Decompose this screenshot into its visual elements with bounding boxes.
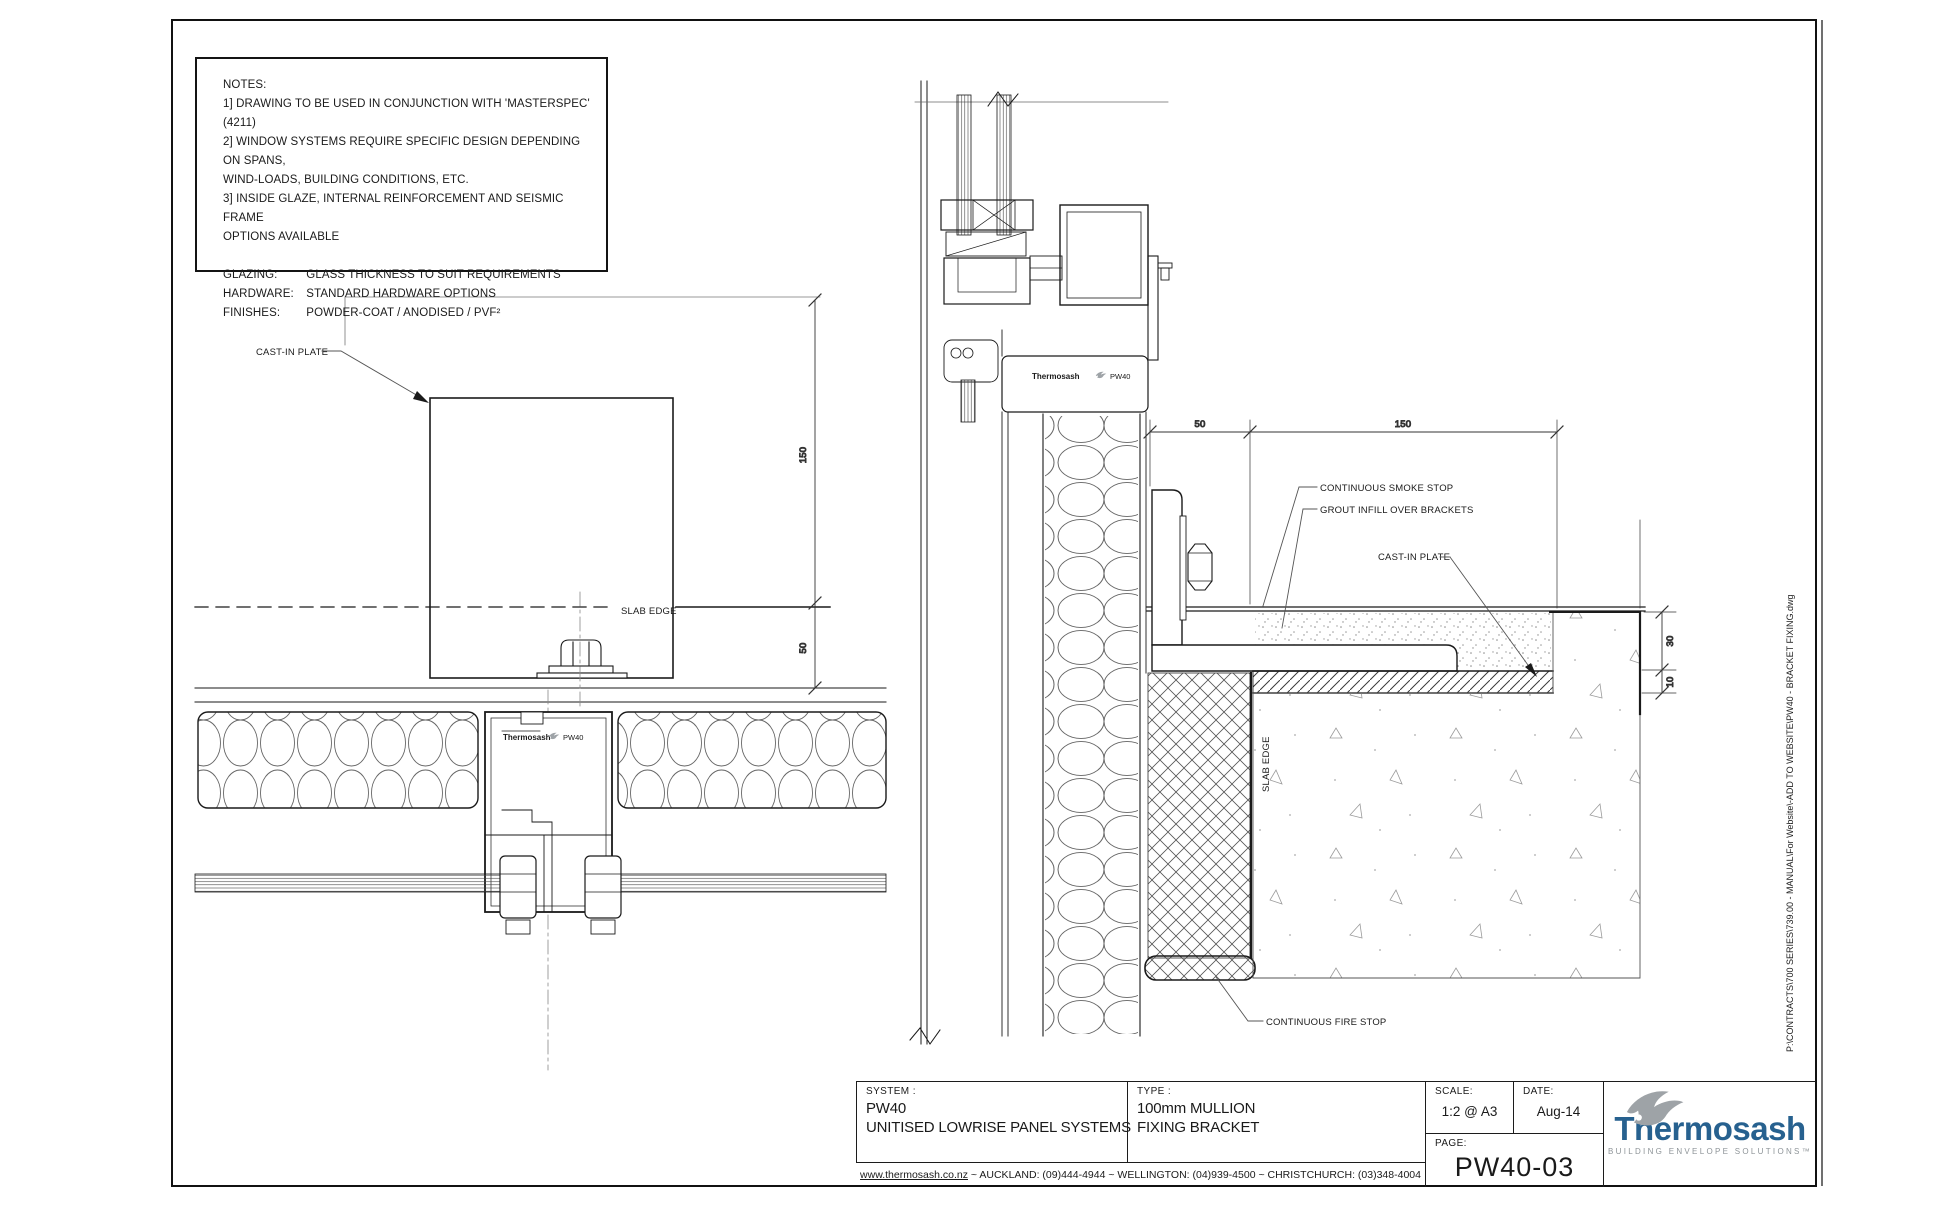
anchor-bolt-plan: [536, 639, 628, 679]
svg-text:PW40: PW40: [1110, 372, 1130, 381]
dim-50-section: 50: [1195, 419, 1206, 430]
dim-10: 10: [1665, 677, 1676, 688]
fire-stop-callout: CONTINUOUS FIRE STOP: [1215, 976, 1386, 1028]
title-block-scale-cell: SCALE: 1:2 @ A3: [1425, 1082, 1513, 1133]
concrete-slab: [1252, 610, 1642, 979]
website-link[interactable]: www.thermosash.co.nz: [860, 1169, 968, 1181]
dim-30: 30: [1665, 636, 1676, 647]
title-block: SYSTEM : PW40 UNITISED LOWRISE PANEL SYS…: [856, 1081, 1816, 1188]
bracket-bolt: [1187, 543, 1213, 591]
insulation-column: [1042, 413, 1141, 1037]
section-dimensions-right: 30 10: [1639, 519, 1677, 700]
svg-text:CAST-IN PLATE: CAST-IN PLATE: [1378, 552, 1450, 563]
dim-50-plan: 50: [798, 643, 809, 654]
dim-150-plan: 150: [798, 447, 809, 463]
section-detail: Thermosash PW40: [909, 80, 1677, 1045]
title-block-date-cell: DATE: Aug-14: [1513, 1082, 1603, 1133]
note-line: WIND-LOADS, BUILDING CONDITIONS, ETC.: [223, 174, 469, 186]
svg-text:CONTINUOUS FIRE STOP: CONTINUOUS FIRE STOP: [1266, 1017, 1386, 1028]
spec-value: STANDARD HARDWARE OPTIONS: [306, 288, 497, 300]
brand-stamp-plan: Thermosash PW40: [503, 732, 583, 742]
glass-pane-inner: [996, 94, 1012, 236]
svg-text:PW40: PW40: [563, 733, 583, 742]
footer-contact: www.thermosash.co.nz ~ AUCKLAND: (09)444…: [856, 1162, 1425, 1188]
type-label: TYPE :: [1137, 1086, 1172, 1097]
brand-stamp-section: Thermosash PW40: [1001, 355, 1149, 413]
page-label: PAGE:: [1435, 1138, 1467, 1149]
note-line: 2] WINDOW SYSTEMS REQUIRE SPECIFIC DESIG…: [223, 136, 581, 167]
fixing-bracket: [1151, 489, 1458, 672]
system-code: PW40: [866, 1100, 907, 1117]
title-block-type-cell: TYPE : 100mm MULLION FIXING BRACKET: [1127, 1082, 1425, 1162]
note-line: 1] DRAWING TO BE USED IN CONJUNCTION WIT…: [223, 98, 590, 129]
cast-in-plate-callout-section: CAST-IN PLATE: [1378, 552, 1537, 677]
spec-label: HARDWARE:: [223, 288, 294, 300]
grout-infill-callout: GROUT INFILL OVER BRACKETS: [1281, 505, 1474, 629]
type-line1: 100mm MULLION: [1137, 1100, 1256, 1117]
file-path-text: P:\CONTRACTS\700 SERIES\739.00 - MANUAL\…: [1785, 595, 1795, 1052]
glass-pane-outer: [956, 94, 972, 236]
system-label: SYSTEM :: [866, 1086, 916, 1097]
date-label: DATE:: [1523, 1086, 1554, 1097]
page-number: PW40-03: [1454, 1152, 1575, 1182]
title-block-system-cell: SYSTEM : PW40 UNITISED LOWRISE PANEL SYS…: [856, 1082, 1131, 1162]
thermosash-logo: Thermosash BUILDING ENVELOPE SOLUTIONS™: [1603, 1082, 1816, 1187]
slab-edge-label-plan: SLAB EDGE: [621, 606, 677, 617]
smoke-stop-plate: [1146, 606, 1646, 612]
spec-row: FINISHES: POWDER-COAT / ANODISED / PVF²: [223, 304, 594, 323]
insulation-band-left: [197, 711, 479, 809]
section-dimensions-top: 50 150: [1143, 419, 1564, 609]
notes-heading: NOTES:: [223, 79, 267, 91]
glass-line-plan: [194, 855, 887, 935]
plan-dimensions: 150 50: [798, 293, 822, 695]
fire-stop-region: [1144, 671, 1256, 981]
cast-in-plate-callout-plan: CAST-IN PLATE: [256, 347, 429, 403]
spec-row: GLAZING: GLASS THICKNESS TO SUIT REQUIRE…: [223, 266, 594, 285]
logo-tagline: BUILDING ENVELOPE SOLUTIONS™: [1608, 1146, 1812, 1156]
svg-text:Thermosash: Thermosash: [503, 733, 551, 742]
dove-icon: [1626, 1091, 1684, 1126]
break-symbol-bottom: [909, 1027, 941, 1045]
svg-text:GROUT INFILL OVER BRACKETS: GROUT INFILL OVER BRACKETS: [1320, 505, 1474, 516]
mullion-extrusions-section: [940, 199, 1173, 423]
scale-label: SCALE:: [1435, 1086, 1473, 1097]
spec-label: GLAZING:: [223, 269, 278, 281]
cast-in-plate-plan: [429, 397, 674, 679]
scale-value: 1:2 @ A3: [1441, 1104, 1498, 1119]
title-block-page-cell: PAGE: PW40-03: [1425, 1133, 1603, 1187]
sheet-border: [171, 19, 1823, 1187]
insulation-band-right: [617, 711, 887, 809]
smoke-stop-callout: CONTINUOUS SMOKE STOP: [1262, 483, 1453, 607]
spec-value: GLASS THICKNESS TO SUIT REQUIREMENTS: [306, 269, 561, 281]
svg-text:Thermosash: Thermosash: [1032, 372, 1080, 381]
contact-phones: ~ AUCKLAND: (09)444-4944 ~ WELLINGTON: (…: [970, 1169, 1421, 1181]
plan-detail: SLAB EDGE The: [194, 293, 887, 1071]
cast-in-plate-section: [1252, 670, 1554, 694]
spec-label: FINISHES:: [223, 307, 281, 319]
spec-value: POWDER-COAT / ANODISED / PVF²: [306, 307, 501, 319]
date-value: Aug-14: [1536, 1104, 1581, 1119]
note-line: OPTIONS AVAILABLE: [223, 231, 340, 243]
spec-row: HARDWARE: STANDARD HARDWARE OPTIONS: [223, 285, 594, 304]
note-line: 3] INSIDE GLAZE, INTERNAL REINFORCEMENT …: [223, 193, 564, 224]
svg-text:CONTINUOUS SMOKE STOP: CONTINUOUS SMOKE STOP: [1320, 483, 1453, 494]
system-name: UNITISED LOWRISE PANEL SYSTEMS: [866, 1119, 1131, 1136]
dim-150-section: 150: [1395, 419, 1411, 430]
type-line2: FIXING BRACKET: [1137, 1119, 1260, 1136]
svg-text:CAST-IN PLATE: CAST-IN PLATE: [256, 347, 328, 358]
notes-box: NOTES: 1] DRAWING TO BE USED IN CONJUNCT…: [195, 57, 608, 319]
